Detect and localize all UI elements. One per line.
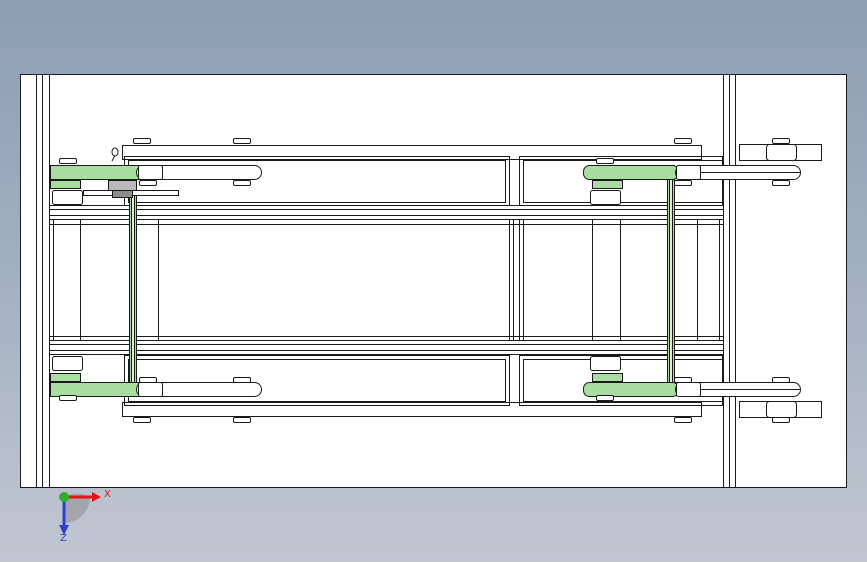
bolt-head [233, 138, 251, 144]
bearing-block [676, 165, 701, 180]
bolt-head [596, 395, 614, 401]
bearing-block [52, 356, 83, 371]
lower-left-green-link [50, 382, 146, 397]
top-long-plate [122, 145, 702, 160]
bolt-head [674, 417, 692, 423]
upper-left-green-link [50, 165, 146, 180]
upper-rail [49, 205, 724, 220]
bolt-head [139, 180, 157, 186]
bolt-head [674, 180, 692, 186]
lower-rail [49, 340, 724, 355]
bearing-block [590, 190, 621, 205]
model-drawing [20, 74, 847, 488]
bolt-head [233, 377, 251, 383]
bolt-head [674, 377, 692, 383]
bolt-head [772, 180, 790, 186]
sheet-outline [20, 74, 847, 488]
bearing-block [676, 382, 701, 397]
x-axis-label: X [104, 489, 111, 500]
bearing-block [590, 356, 621, 371]
bolt-head [772, 377, 790, 383]
bolt-head [674, 138, 692, 144]
bolt-head [133, 417, 151, 423]
bolt-head [59, 158, 77, 164]
bolt-head [772, 417, 790, 423]
bottom-long-plate [122, 402, 702, 417]
bearing-block [138, 382, 163, 397]
link-plates [52, 144, 822, 418]
drive-hub [108, 147, 137, 198]
bolt-head [233, 180, 251, 186]
central-frame [49, 219, 724, 341]
bolt-head [59, 395, 77, 401]
lower-left-link-plate [136, 382, 262, 397]
bolt-head [139, 377, 157, 383]
bolt-head [772, 138, 790, 144]
axis-triad: X Z [59, 489, 111, 544]
bearing-block [138, 165, 163, 180]
bolt-head [233, 417, 251, 423]
z-axis-label: Z [60, 533, 67, 544]
bolt-head [596, 158, 614, 164]
highlighted-parts [50, 165, 679, 397]
bearing-block [52, 190, 83, 205]
bolt-head [133, 138, 151, 144]
upper-left-link-plate [136, 165, 262, 180]
bolt-heads [59, 138, 790, 423]
lower-inner-frame-left [124, 355, 510, 406]
upper-right-green-link [583, 165, 679, 180]
lower-right-green-link [583, 382, 679, 397]
